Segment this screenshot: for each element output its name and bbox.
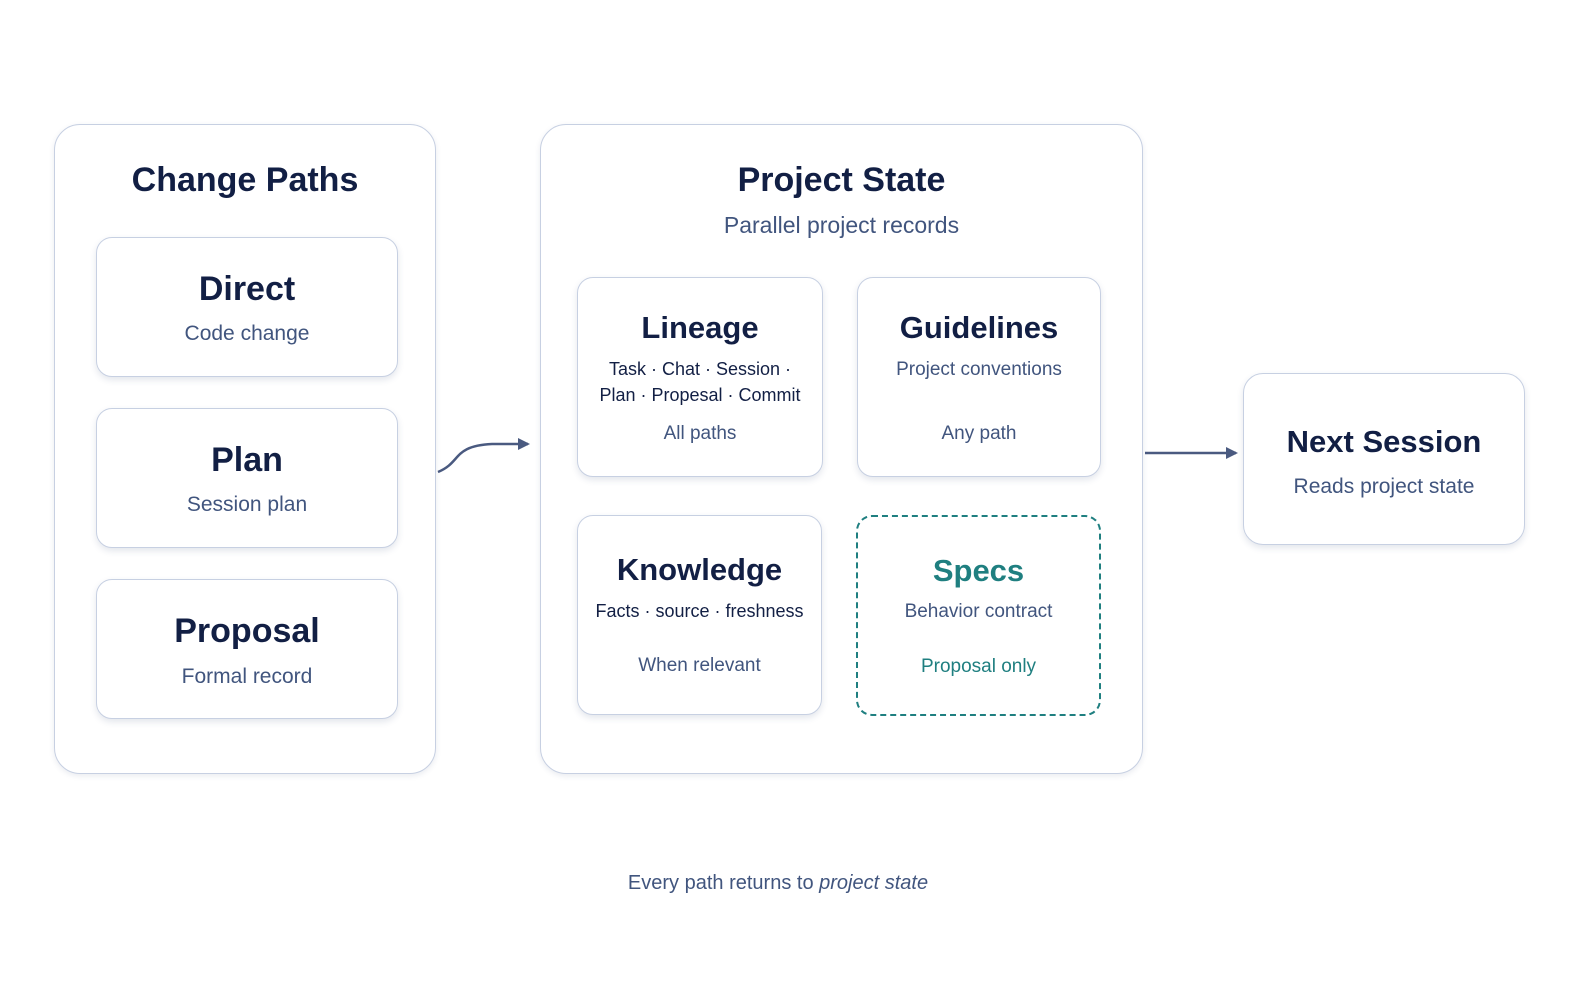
card-lineage-title: Lineage xyxy=(641,310,759,345)
card-knowledge-title: Knowledge xyxy=(616,552,783,587)
arrow-change-paths-to-project-state xyxy=(437,438,530,474)
card-lineage-note: All paths xyxy=(663,423,737,444)
card-proposal: Proposal Formal record xyxy=(96,579,398,719)
card-plan-subtitle: Session plan xyxy=(186,493,308,516)
project-state-subtitle: Parallel project records xyxy=(723,212,960,238)
card-proposal-title: Proposal xyxy=(174,612,320,650)
card-direct-subtitle: Code change xyxy=(184,322,310,345)
card-guidelines: Guidelines Project conventions Any path xyxy=(857,277,1101,477)
footer-caption-emphasis: project state xyxy=(819,872,929,894)
card-knowledge: Knowledge Facts · source · freshness Whe… xyxy=(577,515,822,715)
card-specs-note: Proposal only xyxy=(920,656,1037,677)
project-state-panel: Project State Parallel project records L… xyxy=(540,124,1143,774)
footer-caption: Every path returns to project state xyxy=(0,872,1556,895)
card-proposal-subtitle: Formal record xyxy=(181,665,313,688)
card-guidelines-subtitle: Project conventions xyxy=(896,359,1062,380)
card-plan: Plan Session plan xyxy=(96,408,398,548)
change-paths-title: Change Paths xyxy=(131,161,359,199)
card-specs-subtitle: Behavior contract xyxy=(904,601,1053,622)
card-guidelines-note: Any path xyxy=(941,423,1017,444)
card-knowledge-note: When relevant xyxy=(638,655,761,676)
card-plan-title: Plan xyxy=(211,441,283,479)
card-specs-title: Specs xyxy=(932,553,1025,588)
card-knowledge-detail: Facts · source · freshness xyxy=(595,601,804,621)
change-paths-panel: Change Paths Direct Code change Plan Ses… xyxy=(54,124,436,774)
next-session-subtitle: Reads project state xyxy=(1293,475,1475,498)
card-lineage: Lineage Task · Chat · Session · Plan · P… xyxy=(577,277,823,477)
card-lineage-detail-line2: Plan · Propesal · Commit xyxy=(599,385,801,405)
next-session-title: Next Session xyxy=(1286,424,1482,459)
footer-caption-prefix: Every path returns to xyxy=(627,872,820,894)
project-state-title: Project State xyxy=(737,161,946,199)
card-direct: Direct Code change xyxy=(96,237,398,377)
card-specs: Specs Behavior contract Proposal only xyxy=(856,515,1101,716)
card-guidelines-title: Guidelines xyxy=(899,310,1059,345)
card-lineage-detail-line1: Task · Chat · Session · xyxy=(608,359,792,379)
card-direct-title: Direct xyxy=(198,270,296,308)
next-session-box: Next Session Reads project state xyxy=(1243,373,1525,545)
